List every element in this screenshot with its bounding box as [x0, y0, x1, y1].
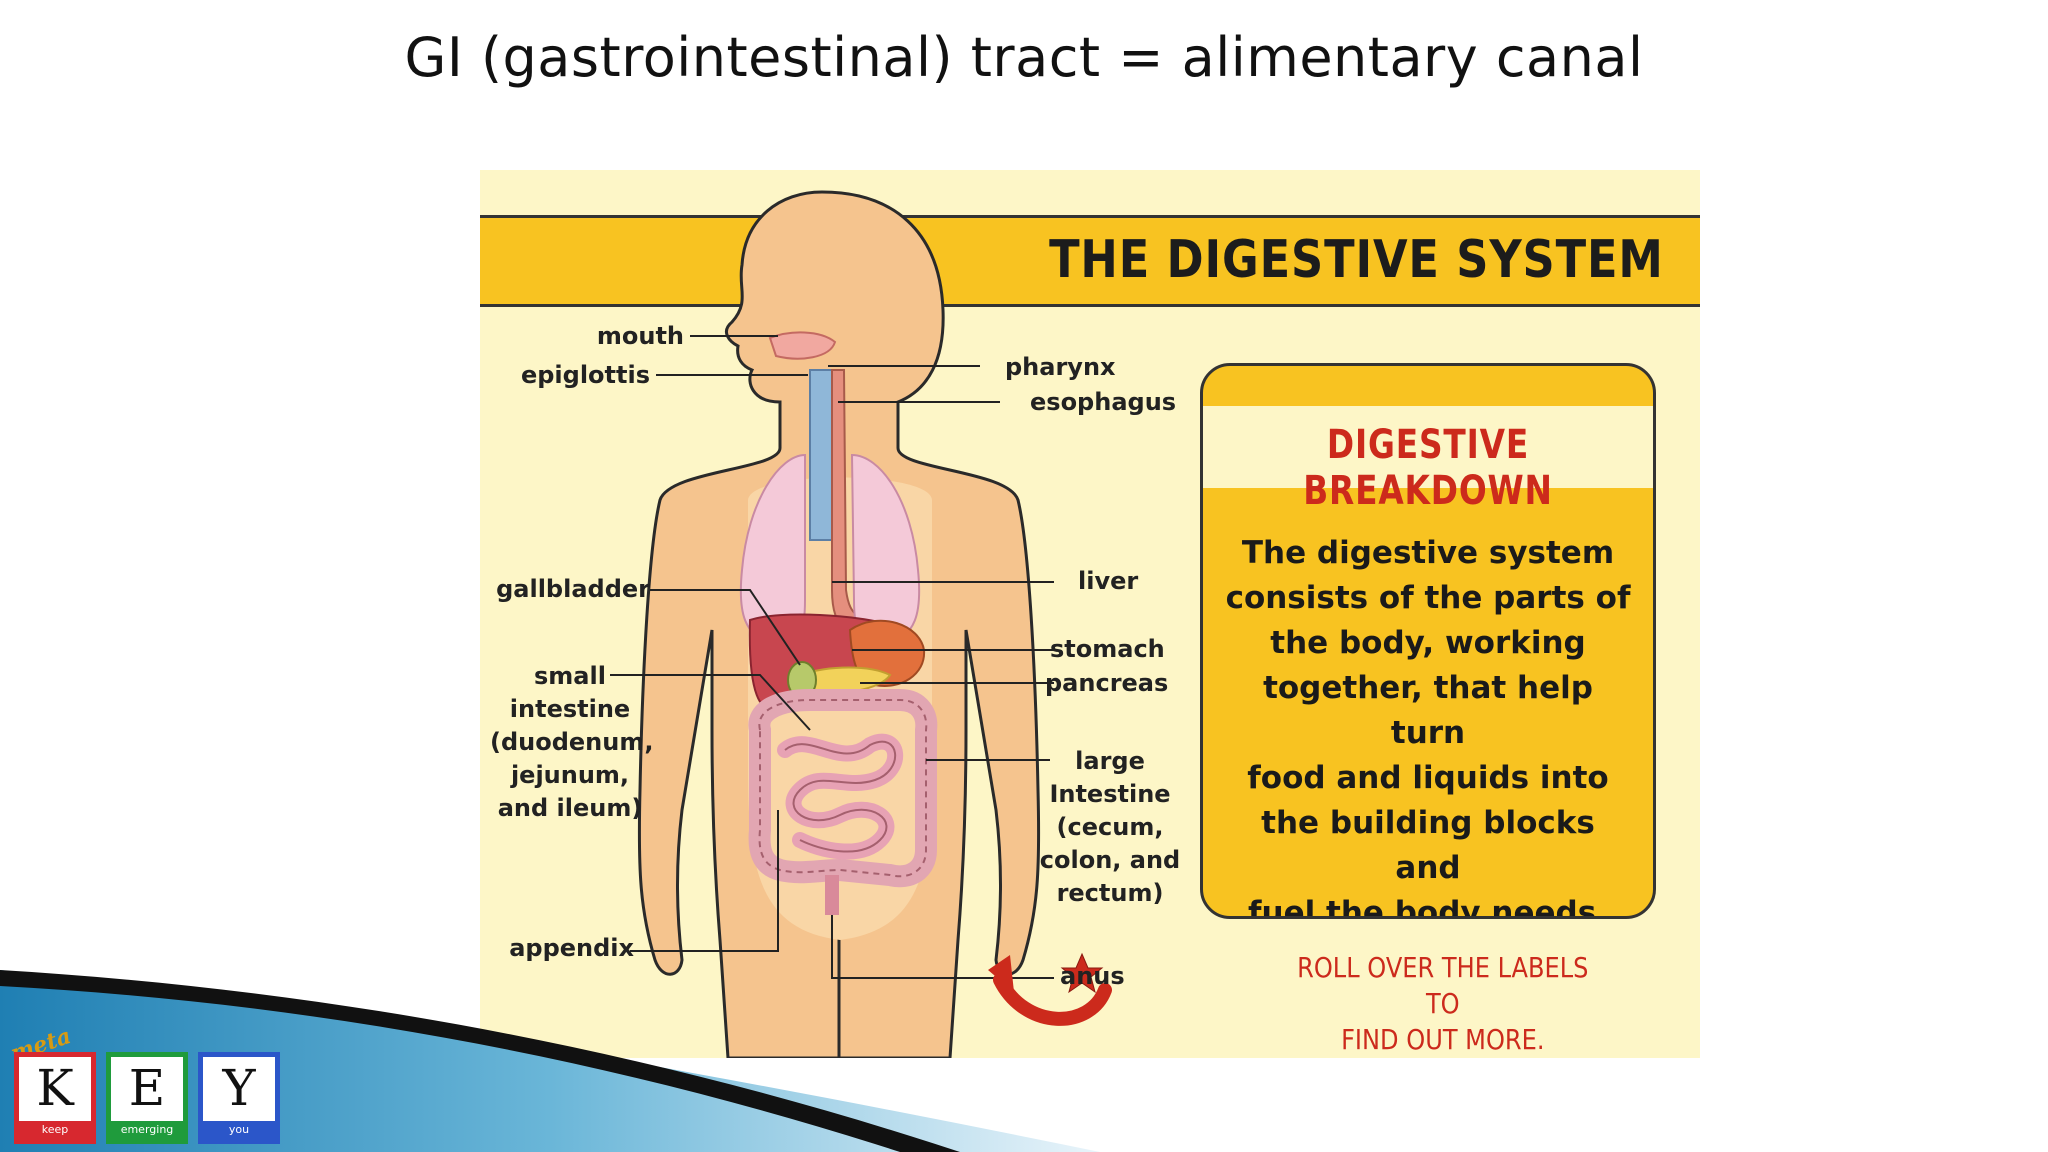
body-illustration [610, 190, 1112, 1058]
label-gallbladder[interactable]: gallbladder [496, 575, 650, 603]
roll-over-arrow [993, 973, 1112, 1026]
logo-letter-e: E [128, 1059, 166, 1117]
logo-tile-y: Y you [198, 1052, 280, 1144]
leader-lines [610, 335, 1054, 979]
small-intestine-line-2: intestine [509, 695, 631, 723]
digestive-system-figure: THE DIGESTIVE SYSTEM [480, 170, 1700, 1058]
label-liver[interactable]: liver [1078, 567, 1139, 595]
rollover-hint: ROLL OVER THE LABELS TO FIND OUT MORE. [1288, 950, 1598, 1058]
slide-title: GI (gastrointestinal) tract = alimentary… [404, 26, 1644, 89]
label-epiglottis[interactable]: epiglottis [520, 361, 650, 389]
label-pancreas[interactable]: pancreas [1045, 669, 1169, 697]
label-anus[interactable]: anus [1060, 962, 1125, 990]
star-icon [1060, 952, 1104, 994]
panel-line-1: The digestive system [1241, 535, 1615, 571]
small-intestine-line-5: and ileum) [497, 794, 643, 822]
large-intestine-line-4: colon, and [1039, 846, 1181, 874]
large-intestine-line-2: Intestine [1049, 780, 1171, 808]
large-intestine-line-3: (cecum, [1056, 813, 1164, 841]
small-intestine-line-4: jejunum, [510, 761, 630, 789]
large-intestine-line-5: rectum) [1056, 879, 1164, 907]
trachea [809, 369, 833, 541]
label-esophagus[interactable]: esophagus [1030, 388, 1177, 416]
panel-line-6: the building blocks and [1261, 805, 1595, 886]
rollover-line-1: ROLL OVER THE LABELS TO [1297, 951, 1589, 1020]
panel-line-4: together, that help turn [1263, 670, 1593, 751]
logo-word-you: you [203, 1121, 275, 1139]
panel-body: The digestive system consists of the par… [1225, 531, 1631, 919]
small-intestine-line-1: small [534, 662, 606, 690]
panel-line-3: the body, working [1270, 625, 1586, 661]
panel-line-5: food and liquids into [1247, 760, 1609, 796]
key-logo: meta K keep E emerging Y you [7, 1023, 284, 1152]
label-stomach[interactable]: stomach [1050, 635, 1165, 663]
large-intestine-line-1: large [1075, 747, 1145, 775]
label-mouth[interactable]: mouth [596, 322, 684, 350]
rollover-line-2: FIND OUT MORE. [1341, 1023, 1545, 1056]
panel-line-7: fuel the body needs. [1248, 895, 1608, 919]
logo-tile-k: K keep [14, 1052, 96, 1144]
label-small-intestine[interactable]: small intestine (duodenum, jejunum, and … [490, 660, 654, 825]
slide-swoosh [0, 970, 1100, 1152]
small-intestine-line-3: (duodenum, [490, 728, 654, 756]
panel-line-2: consists of the parts of [1225, 580, 1631, 616]
label-pharynx[interactable]: pharynx [1005, 353, 1116, 381]
banner: THE DIGESTIVE SYSTEM [480, 215, 1700, 307]
logo-tile-e: E emerging [106, 1052, 188, 1144]
logo-word-keep: keep [19, 1121, 91, 1139]
banner-title: THE DIGESTIVE SYSTEM [1049, 230, 1664, 290]
panel-heading: DIGESTIVE BREAKDOWN [1203, 406, 1653, 514]
digestive-breakdown-panel: DIGESTIVE BREAKDOWN The digestive system… [1200, 363, 1656, 919]
logo-letter-y: Y [222, 1059, 256, 1117]
label-appendix[interactable]: appendix [509, 934, 634, 962]
label-large-intestine[interactable]: large Intestine (cecum, colon, and rectu… [1035, 745, 1185, 910]
panel-heading-text: DIGESTIVE BREAKDOWN [1303, 422, 1553, 514]
mouth-cavity [768, 331, 837, 360]
logo-word-emerging: emerging [111, 1121, 183, 1139]
logo-letter-k: K [36, 1059, 74, 1117]
